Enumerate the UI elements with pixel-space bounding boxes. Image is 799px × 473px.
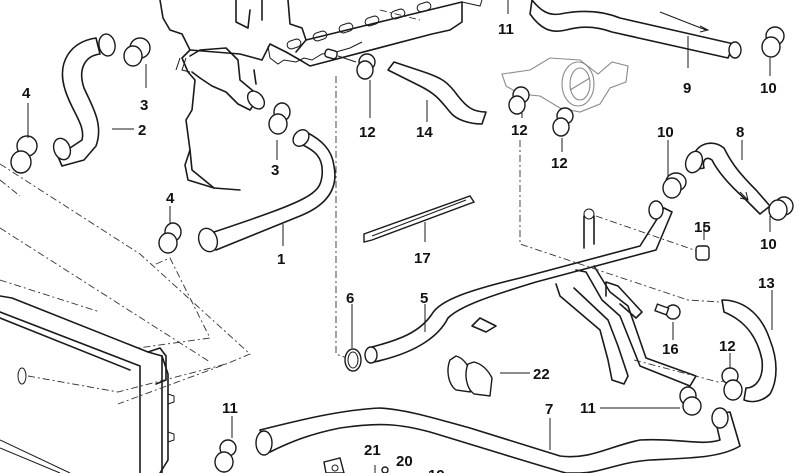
- callout-1[interactable]: 1: [277, 251, 285, 268]
- callout-11-bottom[interactable]: 11: [222, 400, 238, 417]
- callout-12-throttle-left[interactable]: 12: [511, 122, 528, 139]
- callout-12-throttle-right[interactable]: 12: [551, 155, 568, 172]
- callout-10-top[interactable]: 10: [760, 80, 777, 97]
- engine-block-drawing: [159, 0, 483, 191]
- callout-11-top[interactable]: 11: [498, 21, 514, 38]
- callout-5[interactable]: 5: [420, 290, 428, 307]
- callout-2[interactable]: 2: [138, 122, 146, 139]
- callout-19[interactable]: 19: [428, 467, 445, 473]
- hose-8-drawing: [684, 142, 771, 215]
- radiator-drawing: [0, 295, 175, 473]
- callout-14[interactable]: 14: [416, 124, 433, 141]
- callout-8[interactable]: 8: [736, 124, 744, 141]
- callout-20[interactable]: 20: [396, 453, 413, 470]
- callout-10-right[interactable]: 10: [760, 236, 777, 253]
- callout-16[interactable]: 16: [662, 341, 679, 358]
- hose-clamps: [10, 26, 794, 473]
- throttle-body-drawing: [501, 57, 629, 113]
- hose-9-drawing: [529, 0, 742, 59]
- callout-labels: 1 2 3 3 4 4 5 6 7 8 9 10 10 10 11 11 11 …: [22, 21, 777, 473]
- callout-3-lower[interactable]: 3: [271, 162, 279, 179]
- leader-lines: [27, 0, 773, 473]
- callout-22[interactable]: 22: [533, 366, 550, 383]
- hose-2-drawing: [52, 33, 116, 167]
- water-pipe-5-drawing: [364, 200, 697, 387]
- callout-3-upper[interactable]: 3: [140, 97, 148, 114]
- callout-6[interactable]: 6: [346, 290, 354, 307]
- hose-7-drawing: [255, 407, 741, 473]
- callout-4-upper[interactable]: 4: [22, 85, 31, 102]
- callout-11-right[interactable]: 11: [580, 400, 596, 417]
- callout-13[interactable]: 13: [758, 275, 775, 292]
- hose-13-drawing: [721, 299, 777, 403]
- callout-17[interactable]: 17: [414, 250, 431, 267]
- hose-1-drawing: [197, 129, 336, 253]
- callout-12-engine[interactable]: 12: [359, 124, 376, 141]
- hose-14-drawing: [387, 61, 487, 125]
- callout-7[interactable]: 7: [545, 401, 553, 418]
- callout-4-lower[interactable]: 4: [166, 190, 175, 207]
- callout-12-bottom-right[interactable]: 12: [719, 338, 736, 355]
- callout-9[interactable]: 9: [683, 80, 691, 97]
- callout-15[interactable]: 15: [694, 219, 711, 236]
- callout-10-mid[interactable]: 10: [657, 124, 674, 141]
- callout-21[interactable]: 21: [364, 442, 381, 459]
